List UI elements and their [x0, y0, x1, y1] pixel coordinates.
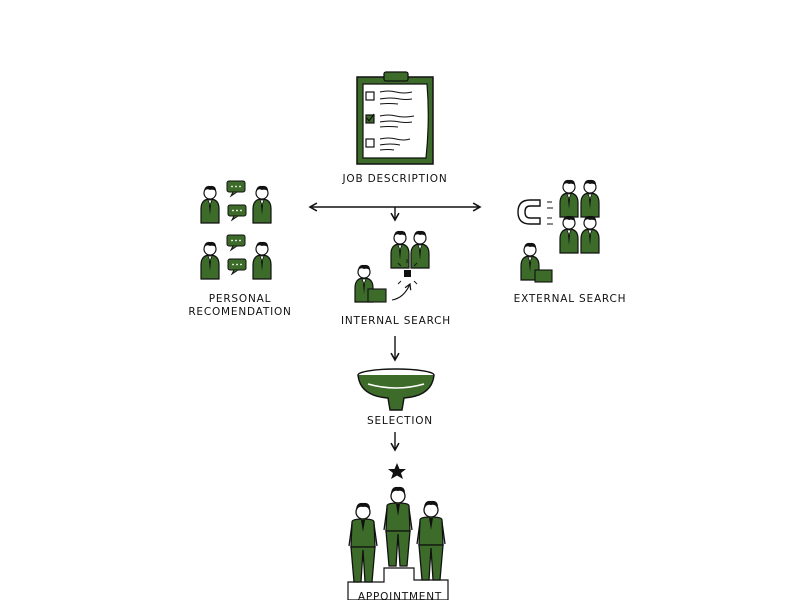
- label-external-search: EXTERNAL SEARCH: [513, 293, 627, 305]
- label-personal-recommendation: PERSONAL RECOMENDATION: [180, 293, 300, 319]
- clipboard-checklist-icon: [356, 71, 434, 165]
- podium-winner-icon: [347, 486, 449, 600]
- label-personal-line1: PERSONAL: [208, 293, 272, 305]
- branch-connector: [308, 202, 482, 222]
- label-personal-line2: RECOMENDATION: [188, 306, 292, 318]
- funnel-icon: [357, 368, 435, 411]
- people-chatting-icon: [200, 180, 272, 280]
- label-job-description: JOB DESCRIPTION: [342, 173, 448, 185]
- internal-candidates-icon: [354, 230, 430, 303]
- magnet-attracting-people-icon: [517, 179, 600, 283]
- star-icon: [388, 463, 406, 479]
- label-internal-search: INTERNAL SEARCH: [340, 315, 451, 327]
- label-appointment: APPOINTMENT: [357, 591, 443, 603]
- label-selection: SELECTION: [367, 415, 433, 427]
